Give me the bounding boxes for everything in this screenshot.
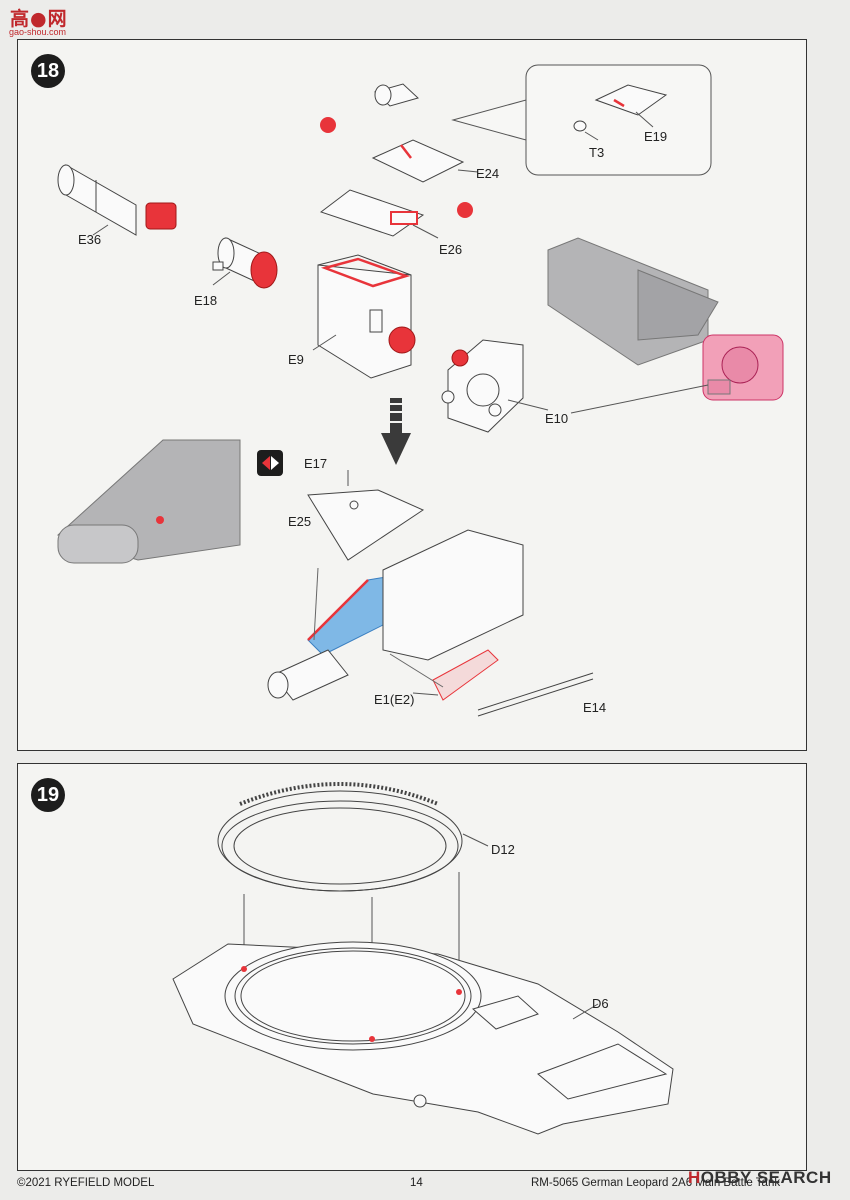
label-e1-e2: E1(E2) [374, 692, 415, 707]
footer-copyright: ©2021 RYEFIELD MODEL [17, 1177, 155, 1189]
step-18-illustration [57, 64, 784, 717]
label-e9: E9 [288, 352, 304, 367]
site-logo: 高●网 gao-shou.com [4, 4, 74, 38]
flip-view-icon [257, 450, 283, 476]
step-19-panel: 19 [17, 763, 807, 1171]
site-logo-brand: 高●网 [10, 8, 68, 30]
watermark-h: H [688, 1168, 701, 1187]
label-e36: E36 [78, 232, 102, 247]
label-e19: E19 [644, 129, 668, 144]
step-18-panel: 18 [17, 39, 807, 751]
no-glue-icons [320, 117, 473, 218]
lower-assembly [267, 489, 594, 717]
label-d6: D6 [592, 996, 609, 1011]
part-e26 [319, 189, 425, 237]
site-logo-url: gao-shou.com [9, 27, 67, 37]
part-e24 [371, 83, 465, 183]
step-19-number: 19 [31, 778, 65, 812]
part-d6 [172, 941, 674, 1135]
render-right [547, 237, 784, 401]
label-e10: E10 [545, 411, 569, 426]
footer-page-number: 14 [410, 1177, 423, 1189]
part-d12 [217, 782, 463, 892]
part-e18 [212, 237, 278, 289]
part-e10 [441, 339, 524, 433]
label-e24: E24 [476, 166, 500, 181]
render-left [57, 439, 241, 564]
part-e36 [57, 164, 177, 236]
alignment-marks [241, 966, 462, 1042]
leader-lines [92, 111, 709, 696]
down-arrow [381, 398, 411, 465]
watermark-text: OBBY SEARCH [700, 1168, 832, 1187]
watermark-hobby-search: HOBBY SEARCH [688, 1168, 832, 1188]
label-e18: E18 [194, 293, 218, 308]
footer-product: RM-5065 German Leopard 2A6 Main Battle T… [531, 1177, 781, 1189]
step-18-number: 18 [31, 54, 65, 88]
part-e9 [317, 254, 416, 379]
label-e14: E14 [583, 700, 607, 715]
inset-detail [451, 64, 712, 176]
label-t3: T3 [589, 145, 605, 160]
label-e26: E26 [439, 242, 463, 257]
label-e25: E25 [288, 514, 312, 529]
step-19-illustration [172, 782, 674, 1135]
label-e17: E17 [304, 456, 328, 471]
label-d12: D12 [491, 842, 515, 857]
